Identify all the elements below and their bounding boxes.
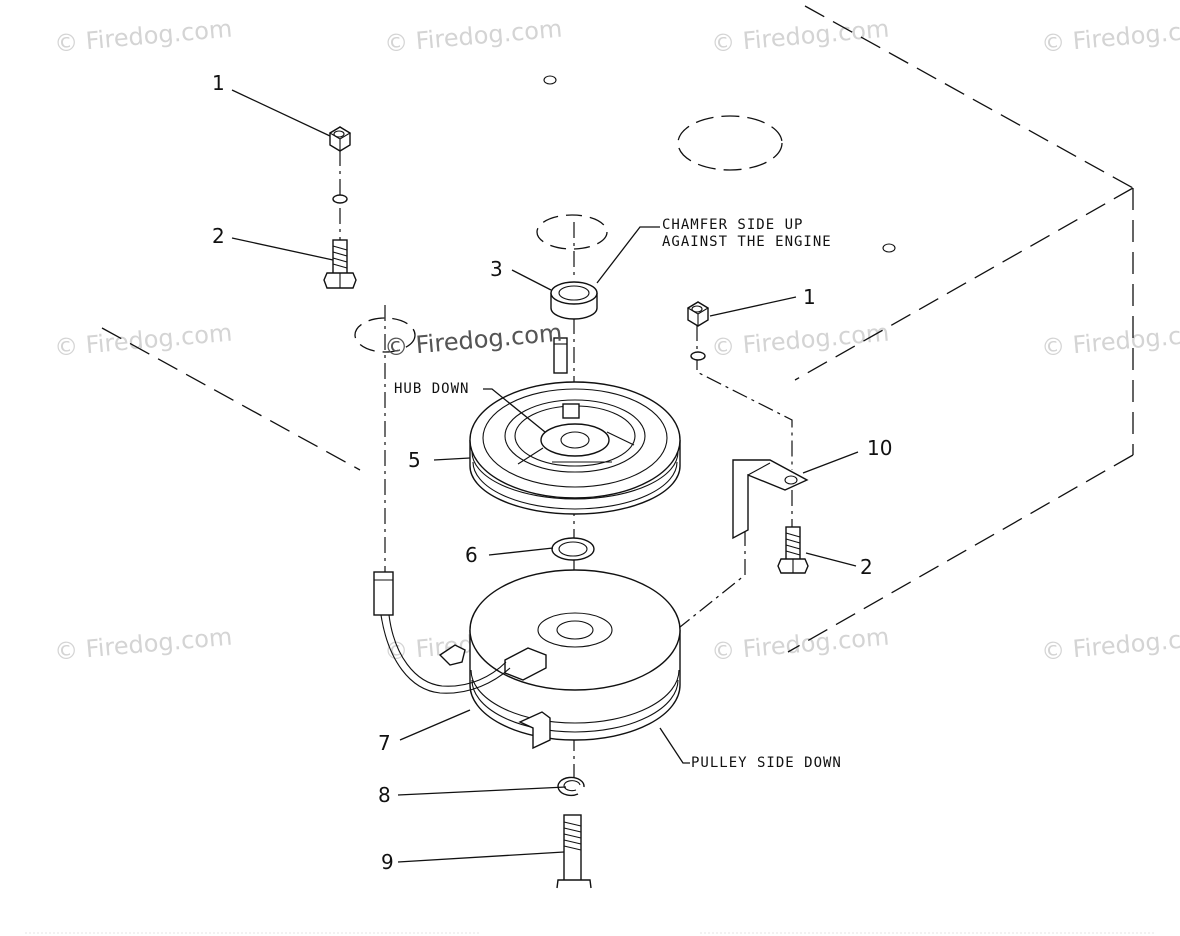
chamfer-note-line2: AGAINST THE ENGINE — [662, 234, 832, 250]
pulley — [469, 381, 681, 515]
pulley-side-down-note: PULLEY SIDE DOWN — [691, 755, 842, 771]
callout-6: 6 — [465, 543, 478, 567]
ring-washer — [551, 537, 595, 561]
hex-nut-left — [328, 126, 352, 152]
hex-bolt-left — [323, 239, 357, 289]
callout-numbers: 1 2 3 1 5 10 6 2 7 8 9 — [212, 71, 892, 874]
engine-deck-outline — [101, 5, 1134, 653]
leader-lines — [231, 89, 859, 863]
washer-left — [332, 194, 348, 204]
chamfer-note-line1: CHAMFER SIDE UP — [662, 217, 803, 233]
callout-7: 7 — [378, 731, 391, 755]
hex-bolt-right — [777, 526, 809, 574]
callout-2-right: 2 — [860, 555, 873, 579]
callout-5: 5 — [408, 448, 421, 472]
anti-rotation-bracket — [732, 459, 809, 540]
retaining-snap-ring — [557, 776, 585, 797]
spacer-bushing — [550, 281, 598, 320]
watermark: © Firedog.com — [53, 15, 233, 58]
callout-9: 9 — [381, 850, 394, 874]
watermark: © Firedog.com — [710, 319, 890, 362]
watermark: © Firedog.c — [1040, 322, 1180, 362]
assembly-notes: CHAMFER SIDE UP AGAINST THE ENGINE HUB D… — [394, 217, 842, 771]
clutch-bolt — [556, 814, 592, 889]
electric-clutch — [373, 569, 681, 750]
callout-10: 10 — [867, 436, 892, 460]
watermark: © Firedog.com — [710, 623, 890, 666]
washer-right — [690, 351, 706, 361]
watermark: © Firedog.com — [383, 15, 563, 58]
hub-down-note: HUB DOWN — [394, 381, 469, 397]
callout-2-left: 2 — [212, 224, 225, 248]
callout-1-left: 1 — [212, 71, 225, 95]
watermark: © Firedog.com — [710, 15, 890, 58]
center-watermark: © Firedog.com — [383, 319, 563, 362]
callout-3: 3 — [490, 257, 503, 281]
hex-nut-right — [686, 301, 710, 327]
watermark: © Firedog.c — [1040, 18, 1180, 58]
callout-1-right: 1 — [803, 285, 816, 309]
watermark: © Firedog.com — [53, 319, 233, 362]
watermark: © Firedog.c — [1040, 626, 1180, 666]
watermark-layer: © Firedog.com © Firedog.com © Firedog.co… — [53, 15, 1180, 666]
shaft-key — [553, 337, 568, 374]
watermark: © Firedog.com — [53, 623, 233, 666]
callout-8: 8 — [378, 783, 391, 807]
